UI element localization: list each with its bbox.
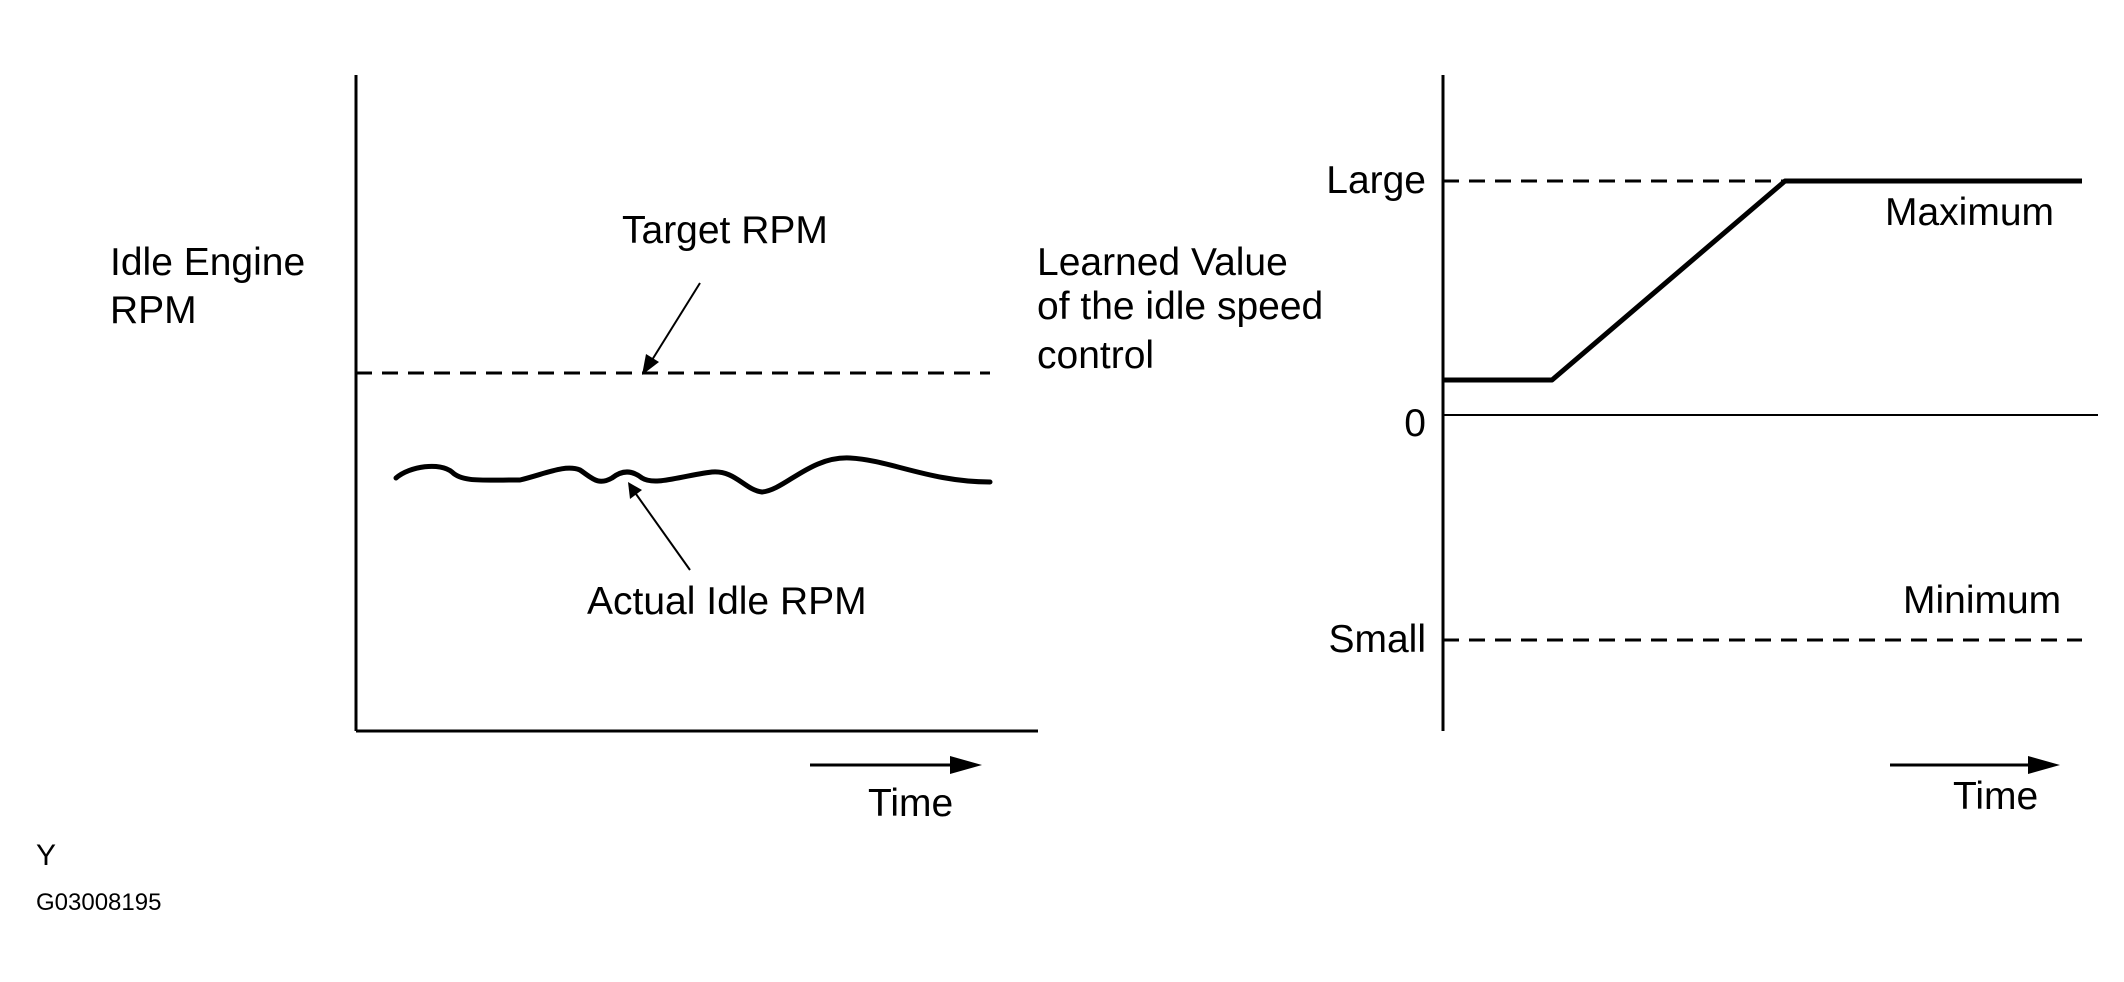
left-time-label: Time [868,782,954,825]
minimum-label: Minimum [1903,579,2062,622]
zero-label: 0 [1404,402,1426,445]
left-time-arrow-head [950,756,982,774]
right-y-axis-label-line3: control [1037,334,1155,377]
actual-idle-rpm-curve [393,455,993,495]
small-label: Small [1328,618,1426,661]
target-rpm-label: Target RPM [622,209,828,252]
right-y-axis-label-line2: of the idle speed [1037,285,1324,328]
large-label: Large [1326,159,1426,202]
figure-code: G03008195 [36,889,162,916]
actual-idle-rpm-label: Actual Idle RPM [587,580,867,623]
right-chart [1441,75,2098,774]
left-y-axis-label-line2: RPM [110,289,197,332]
right-time-label: Time [1953,775,2039,818]
right-y-axis-label-line1: Learned Value [1037,241,1288,284]
left-y-axis-label-line1: Idle Engine [110,241,306,284]
actual-rpm-arrow-head [628,482,642,499]
right-time-arrow-head [2028,756,2060,774]
maximum-label: Maximum [1885,191,2055,234]
actual-rpm-arrow-shaft [635,493,691,571]
target-rpm-arrow-shaft [651,282,701,361]
learned-value-line [1443,178,2082,383]
left-chart [354,75,1038,774]
target-rpm-arrow-head [642,354,659,375]
footer-letter: Y [36,839,57,872]
